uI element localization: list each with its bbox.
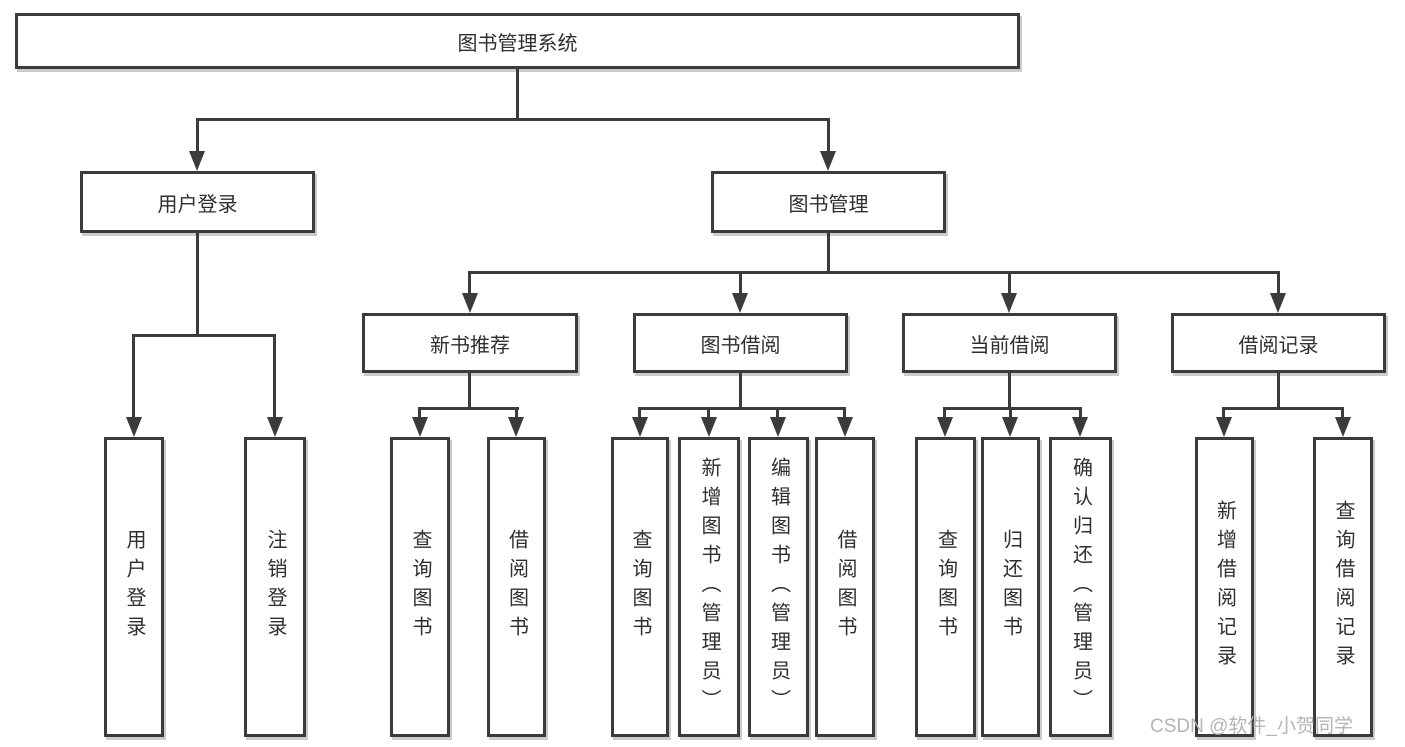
connector-book-mgmt-stem xyxy=(827,233,830,273)
connector-current-borrow-drop xyxy=(1008,271,1011,295)
leaf-label: 新增图书（管理员） xyxy=(698,456,720,718)
connector-borrow-record-drop xyxy=(1277,271,1280,295)
connector-leaf-drop xyxy=(1079,407,1082,421)
arrow-down-icon xyxy=(267,417,283,437)
leaf-query-books-3: 查询图书 xyxy=(915,437,976,737)
node-book-management: 图书管理 xyxy=(711,171,946,233)
node-current-borrowing: 当前借阅 xyxy=(902,313,1117,373)
connector-new-book-drop xyxy=(468,271,471,295)
leaf-label: 编辑图书（管理员） xyxy=(767,456,790,718)
arrow-down-icon xyxy=(732,293,748,313)
node-user-login: 用户登录 xyxy=(80,171,315,233)
connector-book-borrow-drop xyxy=(739,271,742,295)
arrow-down-icon xyxy=(508,417,524,437)
leaf-query-borrow-record: 查询借阅记录 xyxy=(1313,437,1373,737)
connector-book-borrow-stem xyxy=(739,373,742,409)
connector-leaf-drop xyxy=(1341,407,1344,421)
node-borrowing-records: 借阅记录 xyxy=(1171,313,1386,373)
arrow-down-icon xyxy=(1216,417,1232,437)
arrow-down-icon xyxy=(189,151,205,171)
leaf-label: 归还图书 xyxy=(999,529,1022,645)
connector-leaf-drop xyxy=(638,407,641,421)
leaf-label: 借阅图书 xyxy=(834,529,856,645)
leaf-add-books-admin: 新增图书（管理员） xyxy=(678,437,740,737)
arrow-down-icon xyxy=(126,417,142,437)
leaf-label: 借阅图书 xyxy=(505,529,528,645)
leaf-query-books-1: 查询图书 xyxy=(390,437,450,737)
connector-leaf-drop xyxy=(418,407,421,421)
connector-user-login-rail xyxy=(132,334,276,337)
connector-user-login-drop xyxy=(196,118,199,153)
connector-leaf-drop xyxy=(515,407,518,421)
connector-leaf-drop xyxy=(1222,407,1225,421)
arrow-down-icon xyxy=(820,151,836,171)
connector-leaf-drop xyxy=(273,334,276,419)
leaf-label: 确认归还（管理员） xyxy=(1069,456,1092,718)
leaf-confirm-return-admin: 确认归还（管理员） xyxy=(1049,437,1112,737)
leaf-label: 查询图书 xyxy=(629,529,651,645)
connector-borrow-record-rail xyxy=(1222,407,1344,410)
leaf-borrow-books-2: 借阅图书 xyxy=(815,437,875,737)
connector-root-stem xyxy=(516,68,519,120)
connector-current-borrow-rail xyxy=(943,407,1082,410)
leaf-borrow-books-1: 借阅图书 xyxy=(487,437,546,737)
arrow-down-icon xyxy=(412,417,428,437)
leaf-label: 查询图书 xyxy=(934,529,957,645)
leaf-query-books-2: 查询图书 xyxy=(611,437,669,737)
arrow-down-icon xyxy=(770,417,786,437)
connector-leaf-drop xyxy=(943,407,946,421)
arrow-down-icon xyxy=(1335,417,1351,437)
arrow-down-icon xyxy=(701,417,717,437)
leaf-edit-books-admin: 编辑图书（管理员） xyxy=(748,437,809,737)
leaf-user-login: 用户登录 xyxy=(104,437,164,737)
node-library-system: 图书管理系统 xyxy=(15,13,1020,69)
connector-current-borrow-stem xyxy=(1008,373,1011,409)
leaf-label: 用户登录 xyxy=(123,529,145,645)
connector-new-book-rail xyxy=(418,407,519,410)
leaf-logout: 注销登录 xyxy=(244,437,306,737)
leaf-return-books: 归还图书 xyxy=(981,437,1040,737)
connector-leaf-drop xyxy=(843,407,846,421)
connector-leaf-drop xyxy=(132,334,135,419)
connector-leaf-drop xyxy=(707,407,710,421)
leaf-label: 查询图书 xyxy=(409,529,431,645)
leaf-label: 新增借阅记录 xyxy=(1213,500,1236,674)
connector-root-rail xyxy=(196,118,830,121)
arrow-down-icon xyxy=(1270,293,1286,313)
connector-leaf-drop xyxy=(1009,407,1012,421)
connector-new-book-stem xyxy=(468,373,471,409)
arrow-down-icon xyxy=(937,417,953,437)
connector-borrow-record-stem xyxy=(1277,373,1280,409)
arrow-down-icon xyxy=(837,417,853,437)
connector-user-login-stem xyxy=(196,233,199,336)
connector-book-mgmt-rail xyxy=(468,271,1280,274)
arrow-down-icon xyxy=(1072,417,1088,437)
arrow-down-icon xyxy=(632,417,648,437)
csdn-watermark: CSDN @软件_小贺同学 xyxy=(1150,716,1353,737)
connector-book-mgmt-drop xyxy=(827,118,830,153)
arrow-down-icon xyxy=(1002,417,1018,437)
leaf-add-borrow-record: 新增借阅记录 xyxy=(1195,437,1254,737)
arrow-down-icon xyxy=(462,293,478,313)
arrow-down-icon xyxy=(1001,293,1017,313)
leaf-label: 查询借阅记录 xyxy=(1332,500,1354,674)
node-book-borrowing: 图书借阅 xyxy=(633,313,848,373)
connector-book-borrow-rail xyxy=(638,407,846,410)
leaf-label: 注销登录 xyxy=(264,529,286,645)
node-new-book-recommend: 新书推荐 xyxy=(362,313,578,373)
connector-leaf-drop xyxy=(776,407,779,421)
